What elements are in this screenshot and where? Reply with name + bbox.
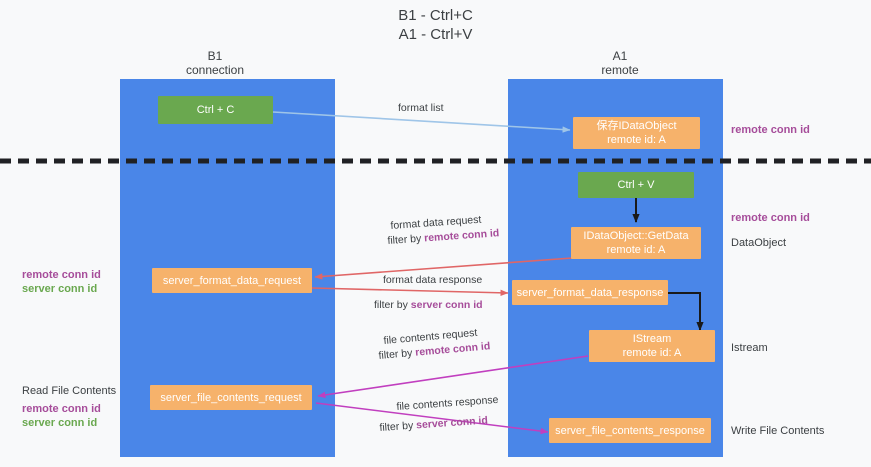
diagram-title-line-1: B1 - Ctrl+C [398, 7, 473, 24]
edge-label-format-data-request-filter-prefix: filter by [387, 232, 425, 247]
column-header-a1-sub: remote [601, 63, 639, 77]
edge-label-file-contents-response-filter: filter by server conn id [379, 413, 488, 435]
node-ctrl-c[interactable]: Ctrl + C [158, 96, 273, 124]
node-server-file-contents-request-label: server_file_contents_request [160, 391, 302, 404]
edge-format-data-response [311, 287, 509, 297]
column-header-b1-sub: connection [185, 63, 245, 77]
annotation-left-remote-conn-id-bottom: remote conn id [22, 403, 101, 415]
node-server-file-contents-response-label: server_file_contents_response [555, 424, 705, 437]
annotation-right-remote-conn-id-mid: remote conn id [731, 212, 810, 224]
node-server-format-data-request[interactable]: server_format_data_request [152, 268, 312, 293]
node-server-file-contents-request[interactable]: server_file_contents_request [150, 385, 312, 410]
diagram-title: B1 - Ctrl+C A1 - Ctrl+V [0, 6, 871, 44]
node-save-idataobject-label: 保存IDataObject [596, 120, 677, 132]
annotation-left-server-conn-id-bottom: server conn id [22, 417, 98, 429]
node-ctrl-v-label: Ctrl + V [617, 179, 655, 191]
edge-label-file-contents-response-text: file contents response [396, 393, 499, 413]
node-server-format-data-request-label: server_format_data_request [162, 274, 302, 287]
edge-label-format-data-response-filter-prefix: filter by [374, 299, 411, 311]
edge-label-file-contents-response: file contents response [396, 393, 499, 414]
annotation-right-istream: Istream [731, 342, 768, 354]
node-server-file-contents-response[interactable]: server_file_contents_response [549, 418, 711, 443]
annotation-right-write-file-contents: Write File Contents [731, 425, 825, 437]
node-istream-label: IStream [632, 333, 672, 345]
node-idataobject-getdata-label: IDataObject::GetData [583, 230, 689, 242]
node-save-idataobject[interactable]: 保存IDataObject remote id: A [573, 117, 700, 149]
column-header-b1: B1 connection [155, 49, 275, 77]
edge-label-file-contents-request-filter-prefix: filter by [378, 346, 416, 362]
node-ctrl-c-label: Ctrl + C [196, 104, 235, 116]
node-ctrl-v[interactable]: Ctrl + V [578, 172, 694, 198]
node-server-format-data-response[interactable]: server_format_data_response [512, 280, 668, 305]
edge-label-format-list: format list [398, 102, 444, 114]
node-server-format-data-response-label: server_format_data_response [516, 286, 664, 299]
column-header-a1: A1 remote [560, 49, 680, 77]
edge-label-file-contents-response-filter-key: server conn id [415, 414, 489, 432]
node-idataobject-getdata[interactable]: IDataObject::GetData remote id: A [571, 227, 701, 259]
edge-label-format-data-request-filter-key: remote conn id [423, 227, 500, 245]
annotation-left-server-conn-id-mid: server conn id [22, 283, 98, 295]
edge-label-file-contents-response-filter-prefix: filter by [379, 419, 417, 434]
annotation-right-dataobject: DataObject [731, 237, 787, 249]
diagram-title-line-2: A1 - Ctrl+V [398, 26, 473, 43]
edge-label-format-data-response: format data response [383, 274, 483, 286]
annotation-left-read-file-contents: Read File Contents [22, 385, 117, 397]
node-save-idataobject-remote-id: remote id: A [607, 134, 666, 146]
node-istream[interactable]: IStream remote id: A [589, 330, 715, 362]
edge-label-format-data-response-filter-key: server conn id [410, 299, 483, 311]
annotation-left-remote-conn-id-mid: remote conn id [22, 269, 101, 281]
annotation-right-remote-conn-id-top: remote conn id [731, 124, 810, 136]
column-header-a1-name: A1 [612, 49, 628, 63]
node-istream-remote-id: remote id: A [622, 347, 682, 359]
column-header-b1-name: B1 [207, 49, 223, 63]
node-idataobject-getdata-remote-id: remote id: A [606, 244, 666, 256]
edge-label-format-data-response-filter: filter by server conn id [374, 298, 483, 312]
